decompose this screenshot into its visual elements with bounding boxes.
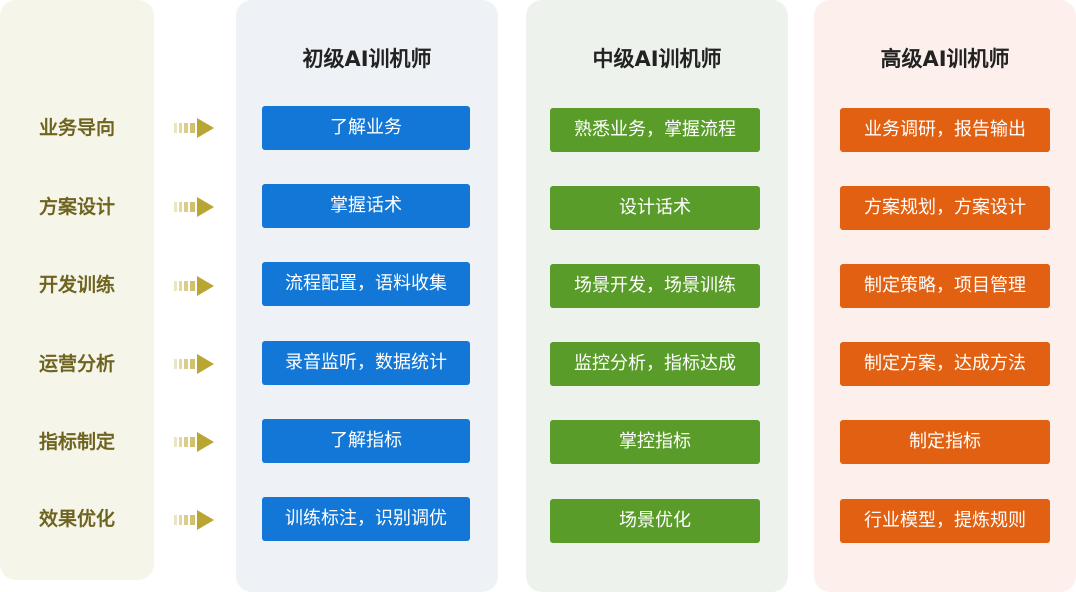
senior-title: 高级AI训机师 bbox=[880, 47, 1010, 71]
row-label: 业务导向 bbox=[38, 117, 115, 139]
junior-skill-box: 了解业务 bbox=[262, 106, 470, 150]
mid-skill-box: 设计话术 bbox=[550, 186, 760, 230]
junior-skill-box: 训练标注，识别调优 bbox=[262, 497, 470, 541]
arrow-right-icon bbox=[174, 197, 214, 217]
junior-title: 初级AI训机师 bbox=[302, 47, 432, 71]
senior-skill-box: 制定指标 bbox=[840, 420, 1050, 464]
mid-skill-box: 场景优化 bbox=[550, 499, 760, 543]
mid-skill-box: 掌控指标 bbox=[550, 420, 760, 464]
arrow-right-icon bbox=[174, 276, 214, 296]
senior-skill-box: 制定方案，达成方法 bbox=[840, 342, 1050, 386]
junior-skill-box: 流程配置，语料收集 bbox=[262, 262, 470, 306]
senior-skill-box: 方案规划，方案设计 bbox=[840, 186, 1050, 230]
arrow-right-icon bbox=[174, 510, 214, 530]
mid-title: 中级AI训机师 bbox=[592, 47, 722, 71]
row-label: 效果优化 bbox=[38, 508, 115, 530]
junior-skill-box: 掌握话术 bbox=[262, 184, 470, 228]
arrow-right-icon bbox=[174, 354, 214, 374]
row-label: 方案设计 bbox=[38, 196, 115, 218]
junior-skill-box: 录音监听，数据统计 bbox=[262, 341, 470, 385]
senior-skill-box: 业务调研，报告输出 bbox=[840, 108, 1050, 152]
junior-skill-box: 了解指标 bbox=[262, 419, 470, 463]
mid-skill-box: 监控分析，指标达成 bbox=[550, 342, 760, 386]
mid-skill-box: 场景开发，场景训练 bbox=[550, 264, 760, 308]
dimension-panel bbox=[0, 0, 154, 580]
arrow-right-icon bbox=[174, 118, 214, 138]
row-label: 运营分析 bbox=[38, 353, 115, 375]
mid-skill-box: 熟悉业务，掌握流程 bbox=[550, 108, 760, 152]
row-label: 开发训练 bbox=[38, 274, 115, 296]
arrow-right-icon bbox=[174, 432, 214, 452]
senior-skill-box: 制定策略，项目管理 bbox=[840, 264, 1050, 308]
senior-skill-box: 行业模型，提炼规则 bbox=[840, 499, 1050, 543]
row-label: 指标制定 bbox=[38, 431, 115, 453]
